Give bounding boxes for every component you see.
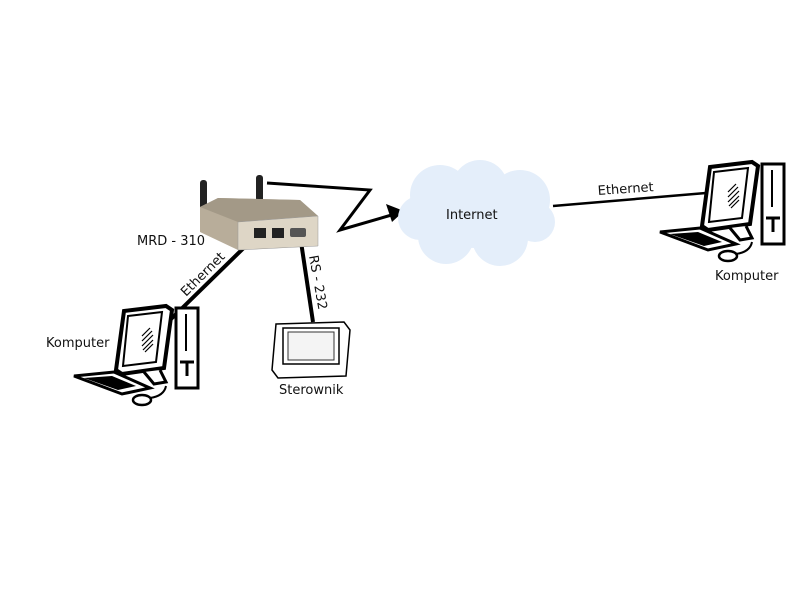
right-ethernet-label: Ethernet <box>597 180 654 199</box>
controller-label: Sterownik <box>279 383 344 398</box>
router-icon <box>200 175 319 251</box>
right-computer-icon <box>658 160 786 263</box>
left-ethernet-label: Ethernet <box>178 250 228 300</box>
arrow-head-icon <box>386 204 404 222</box>
controller-icon <box>271 321 351 379</box>
wireless-link <box>266 181 396 233</box>
right-ethernet-link <box>552 191 707 208</box>
left-computer-label: Komputer <box>46 336 110 351</box>
router-label: MRD - 310 <box>137 234 205 249</box>
cloud-label: Internet <box>446 208 498 223</box>
internet-cloud-icon <box>398 160 555 266</box>
right-computer-label: Komputer <box>715 269 779 284</box>
rs232-link <box>298 234 315 323</box>
left-computer-icon <box>72 304 200 407</box>
